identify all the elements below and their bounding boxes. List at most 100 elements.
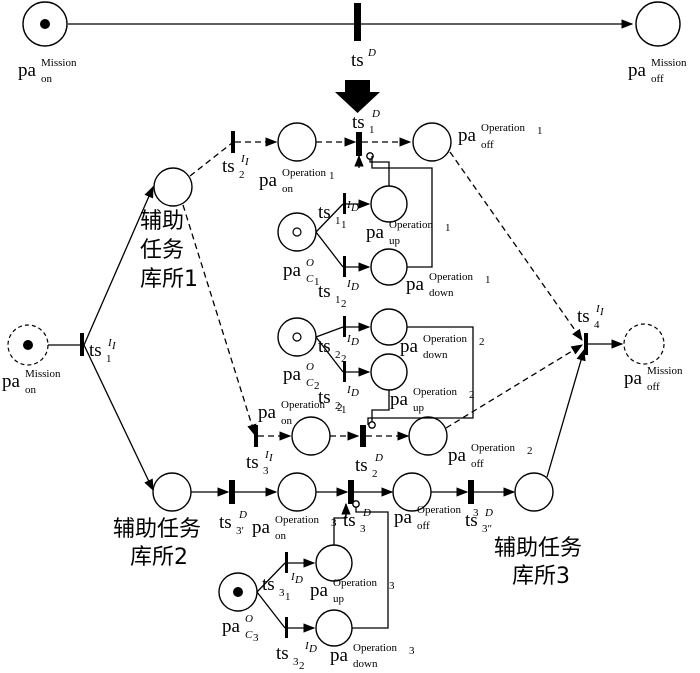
label-mission-on-left: pa Mission on (2, 368, 61, 396)
label-main: pa (259, 170, 278, 191)
place-op1-down (370, 248, 408, 286)
label-sub-sub: 2 (341, 353, 347, 365)
label-main: ts (355, 455, 368, 476)
place-op2-on (291, 416, 331, 456)
label-sub: on (275, 530, 287, 542)
arc (315, 231, 344, 268)
label-sup-sub: 1 (537, 125, 543, 137)
label-main: pa (222, 616, 241, 637)
label-sup-sub: I (111, 340, 117, 352)
place-op1-on (277, 122, 317, 162)
arc (83, 185, 154, 346)
arc (189, 142, 233, 177)
label-main: ts (318, 202, 331, 223)
label-sup: Mission (651, 57, 687, 69)
label-sup-sub: 1 (485, 274, 491, 286)
label-sub: off (481, 139, 494, 151)
transition-ts1D (356, 132, 362, 156)
label-tsD: ts D (351, 47, 376, 71)
label-op1-on: pa Operation 1 on (259, 167, 335, 195)
label-sub: 3′ (236, 525, 244, 537)
transition-ts3ppD (468, 480, 474, 504)
label-sup: Operation (389, 219, 433, 231)
label-sup: I (346, 384, 352, 396)
arc (445, 344, 583, 429)
label-sub-sub: 2 (299, 660, 305, 672)
label-sub: 3 (279, 587, 285, 599)
label-main: ts (318, 281, 331, 302)
label-main: pa (283, 260, 302, 281)
label-sup: O (306, 361, 314, 373)
label-sup-sub: D (350, 281, 359, 293)
transition-ts11 (343, 193, 346, 214)
place-depot-2 (152, 472, 192, 512)
label-sup: I (346, 278, 352, 290)
label-sub: 2 (239, 169, 245, 181)
label-mission-off-right: pa Mission off (624, 365, 683, 393)
label-sub: off (417, 520, 430, 532)
label-sub: 3 (263, 465, 269, 477)
label-sub: up (413, 402, 425, 414)
label-sub: on (41, 73, 53, 85)
label-main: ts (318, 336, 331, 357)
label-main: pa (330, 645, 349, 666)
label-main: pa (252, 517, 271, 538)
arc (371, 156, 433, 268)
label-main: ts (262, 574, 275, 595)
label-sub: 2 (335, 349, 341, 361)
label-sup: D (367, 47, 376, 59)
transition-ts2D (360, 425, 366, 447)
place-depot-1 (153, 167, 193, 207)
label-sup: I (595, 303, 601, 315)
label-sub: down (429, 287, 454, 299)
transition-ts22 (343, 316, 346, 337)
transition-ts2I (231, 131, 235, 153)
arc (256, 562, 286, 593)
token (292, 227, 302, 237)
label-op3-on: pa Operation 3 on (252, 514, 337, 542)
label-ts2D: ts 2 D (355, 452, 383, 480)
label-sup: D (371, 108, 380, 120)
transition-ts12 (343, 256, 346, 277)
arc (352, 500, 389, 629)
place-op3-on (277, 472, 317, 512)
big-down-arrow (335, 80, 380, 113)
label-sub: 4 (594, 319, 600, 331)
arc (315, 203, 344, 233)
label-sup: D (484, 507, 493, 519)
label-ts2I: ts 2 I I (222, 153, 250, 181)
label-sup-sub: 3 (331, 517, 337, 529)
arc (366, 152, 390, 186)
label-ts3D: ts 3 D (343, 507, 371, 535)
place-op1-up (370, 185, 408, 223)
place-mission-off-top (635, 1, 681, 47)
arc (546, 348, 586, 478)
label-main: ts (352, 112, 365, 133)
label-c2: pa O C 2 (283, 361, 320, 392)
label-ts31: ts 3 1 I D (262, 571, 303, 603)
place-op1-off (412, 122, 452, 162)
token (40, 19, 50, 29)
depot-3-line-1: 辅助任务 (494, 536, 582, 561)
label-ts1I: ts 1 I I (89, 337, 117, 365)
arc (256, 591, 286, 629)
arc (315, 336, 344, 373)
label-sup: I (264, 449, 270, 461)
label-sup: D (238, 509, 247, 521)
label-sup: I (346, 333, 352, 345)
label-sub: 2 (335, 400, 341, 412)
label-sup: Operation (282, 167, 326, 179)
label-op2-on: pa Operation 2 on (258, 399, 343, 427)
label-sub: 2 (372, 468, 378, 480)
label-sup: Operation (353, 642, 397, 654)
label-sup: I (107, 337, 113, 349)
place-mission-off-right (623, 323, 665, 365)
label-sup: Operation (417, 504, 461, 516)
label-sub-sub: 1 (285, 591, 291, 603)
label-sub: off (651, 73, 664, 85)
label-ts32: ts 3 2 I D (276, 640, 317, 672)
label-sup-sub: D (294, 574, 303, 586)
depot-1-line-2: 任务 (140, 238, 184, 263)
label-main: pa (2, 371, 21, 392)
